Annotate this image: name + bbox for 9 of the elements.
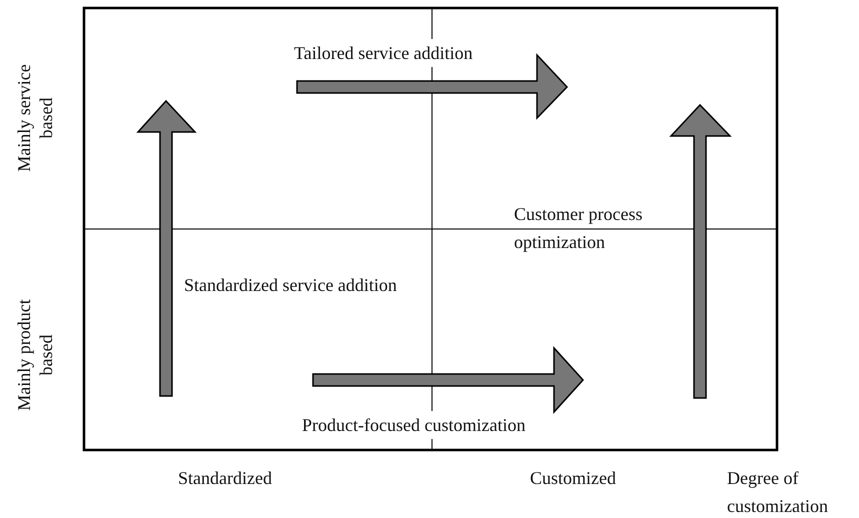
- strategy-label: Customer process optimization: [514, 203, 644, 254]
- strategy-label: Product-focused customization: [302, 411, 526, 439]
- axis-label: Mainly service based: [13, 63, 57, 174]
- axis-label: Degree of customization: [727, 467, 829, 518]
- axis-label: Customized: [530, 467, 617, 490]
- strategy-label: Tailored service addition: [294, 39, 473, 67]
- strategy-label: Standardized service addition: [184, 274, 398, 297]
- axis-label: Standardized: [178, 467, 273, 490]
- axis-label: Mainly product based: [13, 298, 57, 413]
